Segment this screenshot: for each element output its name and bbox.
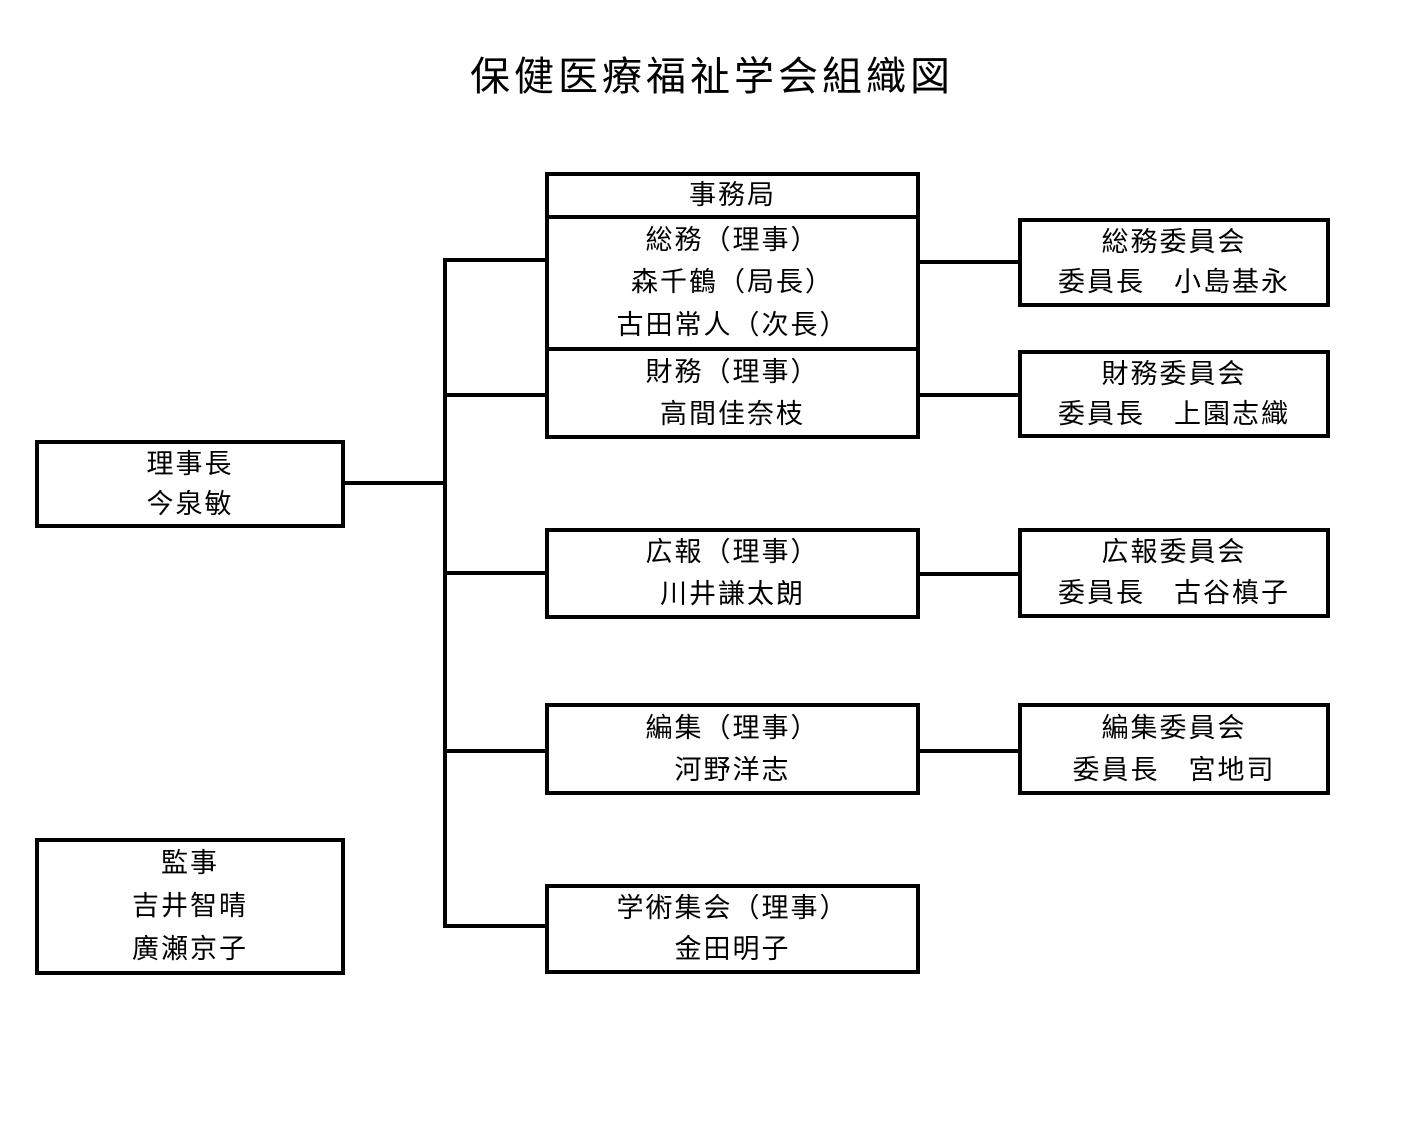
public-relations-role: 広報（理事） [645,537,820,569]
general-affairs-committee-box: 総務委員会 委員長 小島基永 [1018,218,1330,307]
general-affairs-committee-title: 総務委員会 [1101,226,1247,258]
academic-meeting-role: 学術集会（理事） [616,893,849,924]
chairman-role: 理事長 [146,448,234,480]
academic-meeting-box: 学術集会（理事） 金田明子 [545,884,920,974]
finance-role: 財務（理事） [645,356,820,388]
editorial-role: 編集（理事） [645,712,820,744]
editorial-committee-box: 編集委員会 委員長 宮地司 [1018,703,1330,795]
pr-committee-box: 広報委員会 委員長 古谷槙子 [1018,528,1330,618]
finance-committee-title: 財務委員会 [1101,358,1247,390]
connector-trunk-to-pr [447,571,545,575]
secretariat-header-box: 事務局 [545,172,920,219]
connector-trunk-to-secretariat [447,258,545,262]
pr-committee-chair: 委員長 古谷槙子 [1058,578,1290,609]
finance-committee-box: 財務委員会 委員長 上園志織 [1018,350,1330,438]
finance-name: 高間佳奈枝 [660,398,805,430]
editorial-name: 河野洋志 [674,754,791,786]
editorial-committee-chair: 委員長 宮地司 [1072,754,1276,786]
auditor-name-2: 廣瀬京子 [132,934,248,965]
connector-chairman-to-trunk [345,481,445,485]
connector-general-to-committee [920,260,1018,264]
connector-pr-to-committee [920,572,1018,576]
secretariat-label: 事務局 [689,180,776,211]
auditor-name-1: 吉井智晴 [132,891,248,922]
auditor-box: 監事 吉井智晴 廣瀬京子 [35,838,345,975]
page-title: 保健医療福祉学会組織図 [470,54,954,100]
connector-trunk-to-academic [447,924,545,928]
general-affairs-name-2: 古田常人（次長） [616,310,849,342]
finance-committee-chair: 委員長 上園志織 [1058,398,1290,430]
connector-editorial-to-committee [920,749,1018,753]
general-affairs-role: 総務（理事） [645,224,820,256]
auditor-role: 監事 [161,848,219,879]
academic-meeting-name: 金田明子 [674,934,791,965]
connector-trunk-to-finance [447,393,545,397]
public-relations-name: 川井謙太朗 [660,578,805,610]
pr-committee-title: 広報委員会 [1101,537,1247,568]
connector-trunk-vertical [443,258,447,928]
connector-finance-to-committee [920,393,1018,397]
finance-box: 財務（理事） 高間佳奈枝 [545,347,920,439]
connector-trunk-to-editorial [447,749,545,753]
chairman-name: 今泉敏 [146,488,234,520]
general-affairs-name-1: 森千鶴（局長） [631,267,834,299]
editorial-box: 編集（理事） 河野洋志 [545,703,920,795]
chairman-box: 理事長 今泉敏 [35,440,345,528]
public-relations-box: 広報（理事） 川井謙太朗 [545,528,920,619]
general-affairs-committee-chair: 委員長 小島基永 [1058,267,1290,299]
general-affairs-box: 総務（理事） 森千鶴（局長） 古田常人（次長） [545,215,920,351]
editorial-committee-title: 編集委員会 [1101,712,1247,744]
